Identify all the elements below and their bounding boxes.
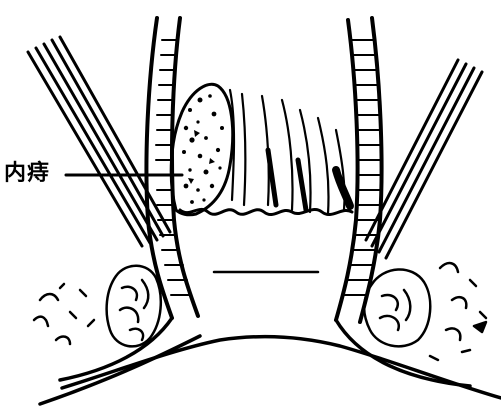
dentate-line [180,209,352,214]
right-external-hemorrhoid [364,263,486,360]
left-external-hemorrhoid [34,266,161,347]
internal-hemorrhoid-mass [171,84,233,214]
internal-hemorrhoid-label: 内痔 [4,163,50,185]
mucosal-folds [230,90,350,214]
